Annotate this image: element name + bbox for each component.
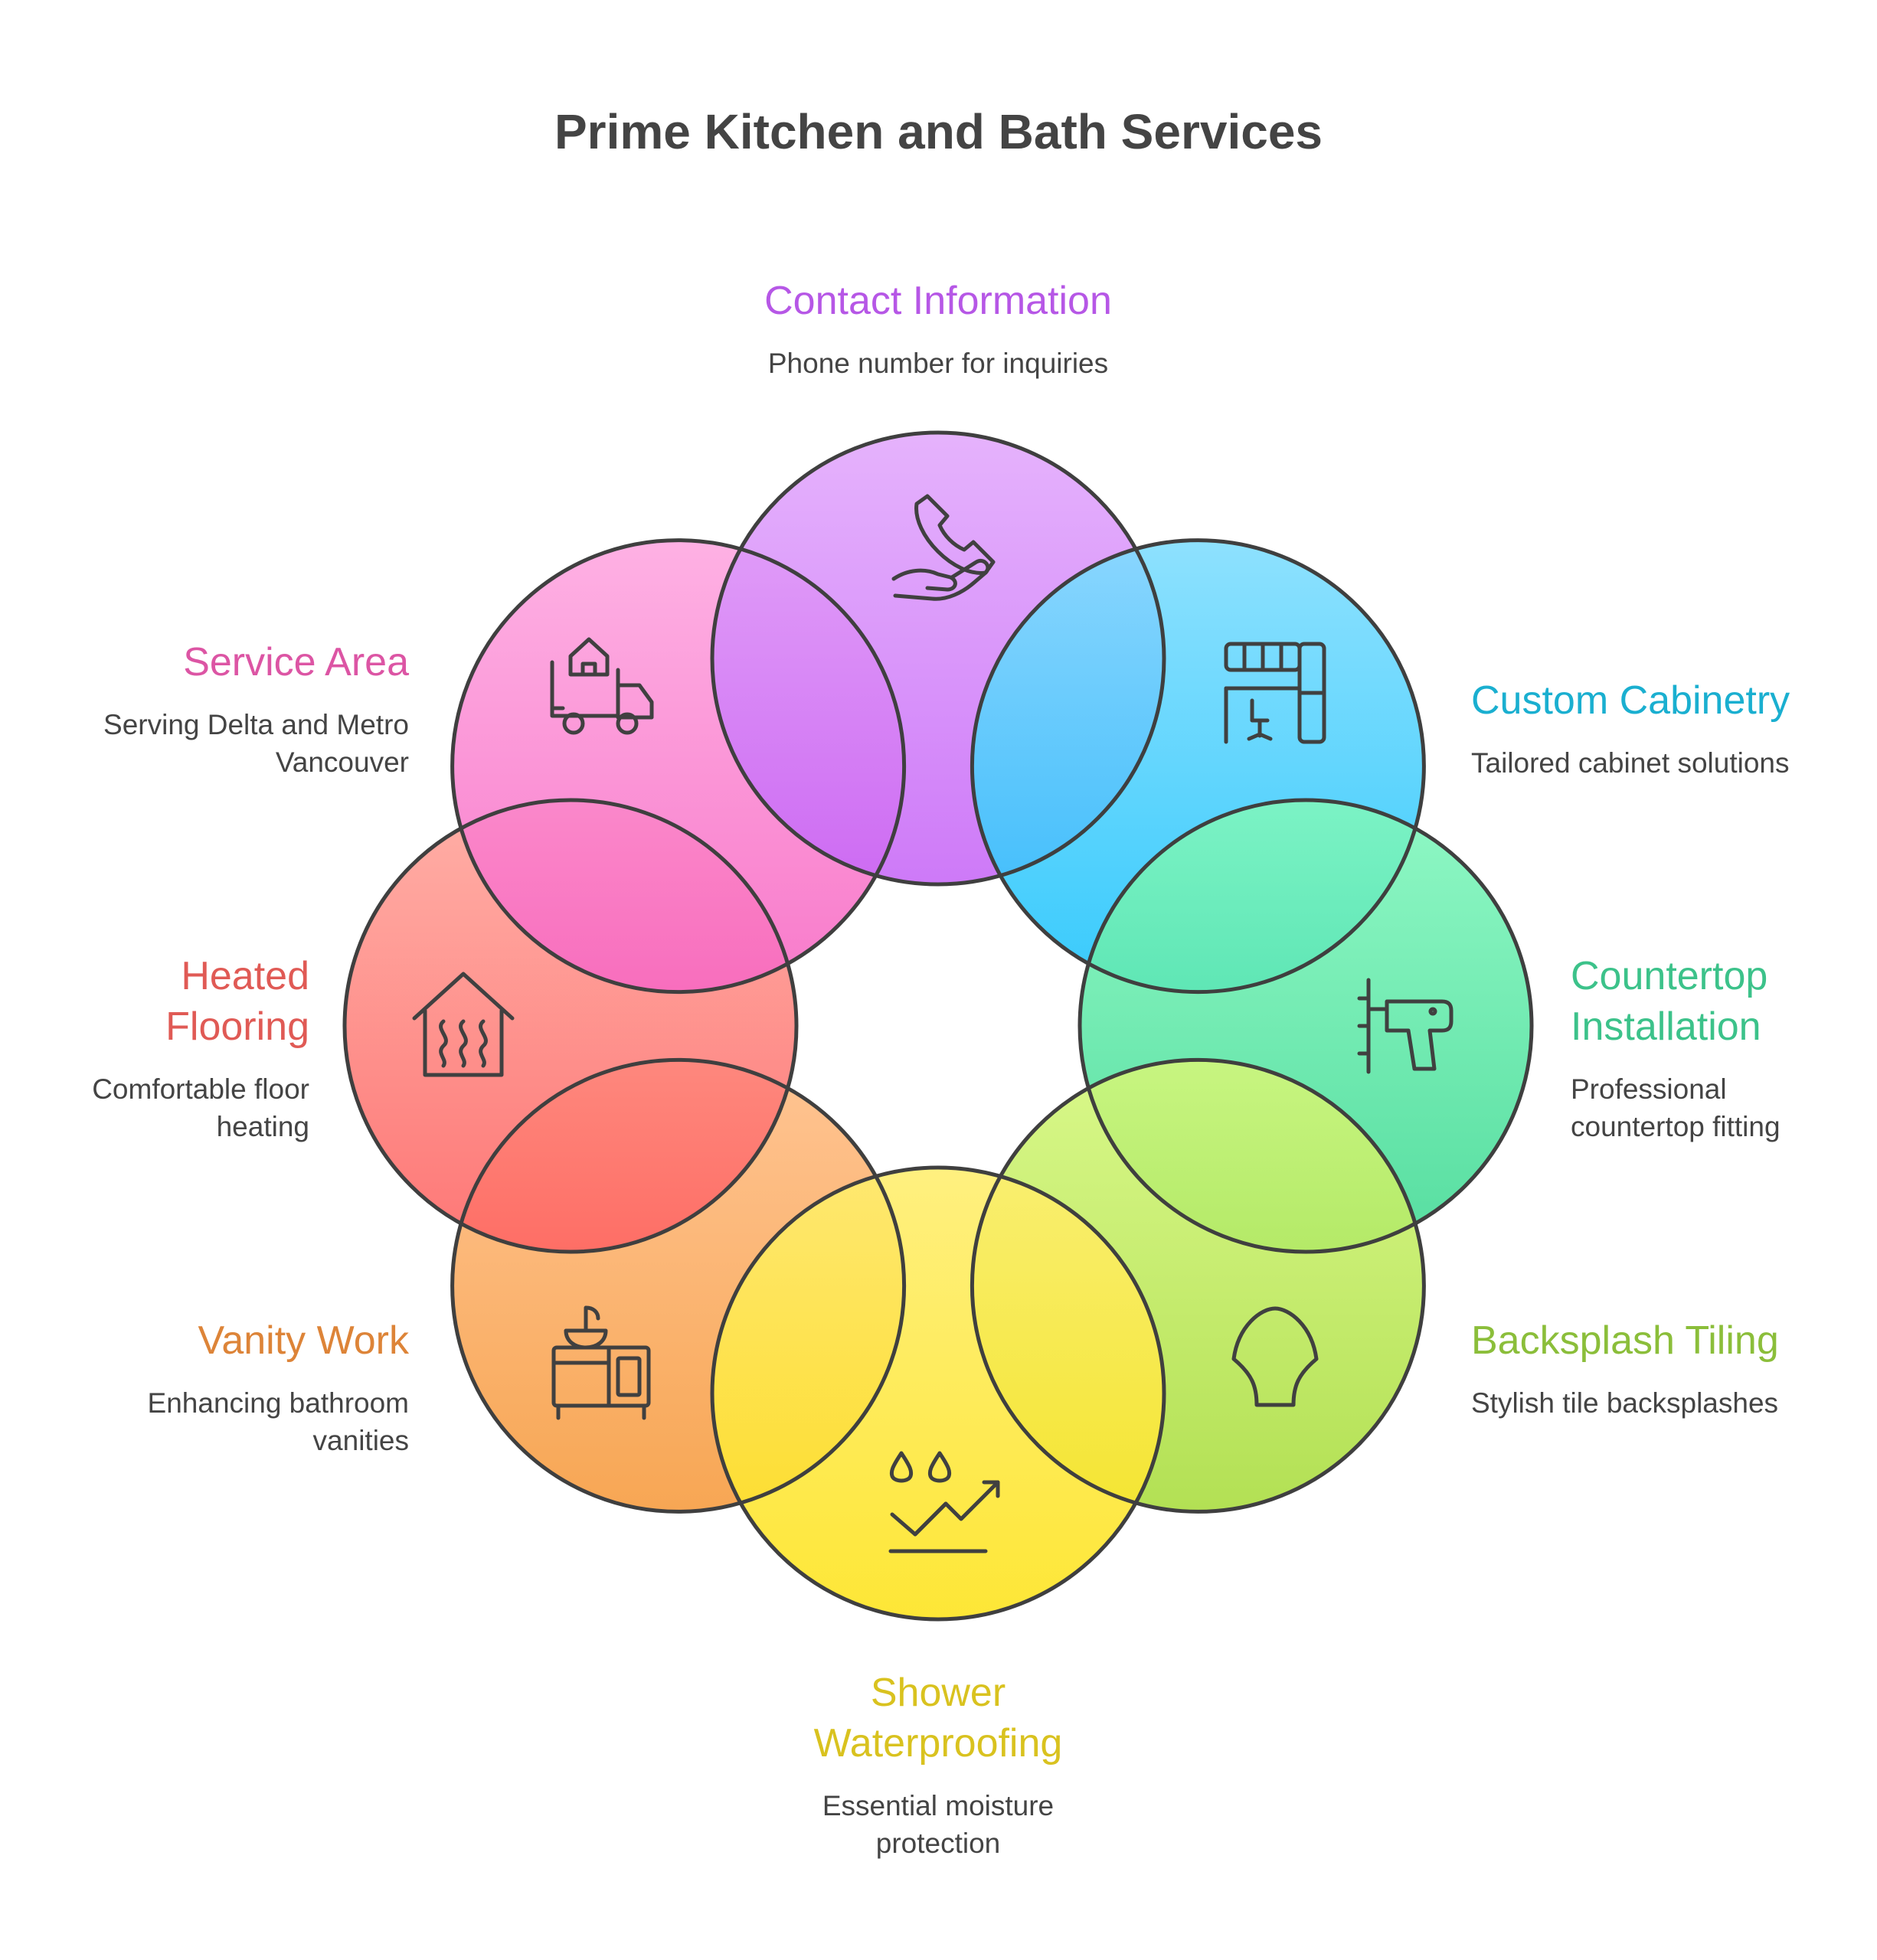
- phone-hand-icon: [891, 494, 996, 601]
- segment-title-heated: Heated Flooring: [165, 954, 309, 1049]
- circle-outline-contact: [710, 430, 1166, 887]
- segment-description-vanity: Enhancing bathroom vanities: [147, 1387, 409, 1456]
- segment-title-shower: Shower Waterproofing: [813, 1671, 1063, 1766]
- label-service: Service Area Serving Delta and Metro Van…: [31, 637, 409, 781]
- segment-description-countertop: Professional countertop fitting: [1571, 1073, 1781, 1142]
- vanity-sink-icon: [551, 1305, 651, 1420]
- segment-title-service: Service Area: [183, 640, 409, 684]
- circle-layer: [342, 430, 1534, 1622]
- label-backsplash: Backsplash Tiling Stylish tile backsplas…: [1471, 1315, 1869, 1422]
- shell-tile-icon: [1231, 1306, 1319, 1407]
- segment-title-vanity: Vanity Work: [198, 1318, 410, 1363]
- segment-description-cabinetry: Tailored cabinet solutions: [1471, 747, 1790, 779]
- segment-title-backsplash: Backsplash Tiling: [1471, 1318, 1779, 1363]
- segment-description-shower: Essential moisture protection: [822, 1790, 1055, 1859]
- circle-outline-heated: [342, 798, 799, 1254]
- circle-outline-service: [450, 538, 907, 995]
- icon-layer: [412, 494, 1454, 1553]
- segment-title-contact: Contact Information: [764, 279, 1112, 323]
- segment-title-cabinetry: Custom Cabinetry: [1471, 678, 1790, 723]
- kitchen-cabinets-icon: [1224, 642, 1326, 744]
- segment-description-heated: Comfortable floor heating: [92, 1073, 309, 1142]
- delivery-truck-house-icon: [550, 637, 654, 735]
- label-heated: Heated Flooring Comfortable floor heatin…: [31, 951, 309, 1145]
- circle-outline-countertop: [1077, 798, 1534, 1254]
- segment-description-service: Serving Delta and Metro Vancouver: [103, 709, 409, 778]
- circle-shower: [712, 1168, 1164, 1619]
- segment-description-backsplash: Stylish tile backsplashes: [1471, 1387, 1779, 1419]
- label-shower: Shower Waterproofing Essential moisture …: [708, 1668, 1168, 1862]
- circle-outline-vanity: [450, 1057, 907, 1514]
- circle-outline-backsplash: [970, 1057, 1426, 1514]
- diagram-title: Prime Kitchen and Bath Services: [554, 104, 1323, 159]
- circle-outline-shower: [710, 1165, 1166, 1622]
- segment-title-countertop: Countertop Installation: [1571, 954, 1768, 1049]
- segment-description-contact: Phone number for inquiries: [767, 348, 1109, 379]
- drill-icon: [1357, 978, 1454, 1074]
- heated-house-icon: [412, 972, 515, 1077]
- circle-outline-cabinetry: [970, 538, 1426, 995]
- label-countertop: Countertop Installation Professional cou…: [1571, 951, 1869, 1145]
- water-drops-icon: [888, 1451, 1000, 1553]
- label-contact: Contact Information Phone number for inq…: [632, 276, 1244, 382]
- label-cabinetry: Custom Cabinetry Tailored cabinet soluti…: [1471, 675, 1869, 782]
- label-vanity: Vanity Work Enhancing bathroom vanities: [31, 1315, 409, 1459]
